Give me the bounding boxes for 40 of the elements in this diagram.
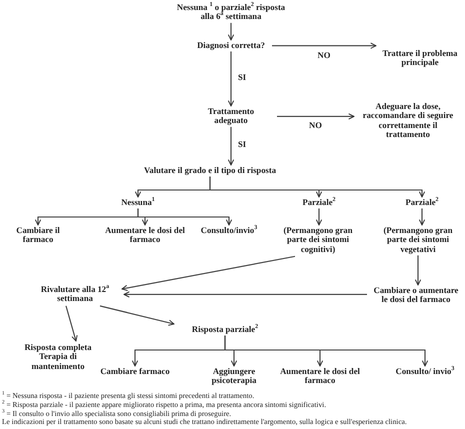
arrow: [414, 255, 422, 286]
arrow: [100, 305, 174, 326]
flow-text: Adeguare la dose, raccomandare di seguire correttamente il trattamento: [358, 102, 458, 140]
flow-text: (Permangono gran parte dei sintomi cognitivi): [273, 226, 363, 254]
edge-label: NO: [308, 121, 323, 131]
flow-text: Trattamento adeguato: [191, 107, 271, 126]
flow-text: Nessuna$^{1}$: [108, 198, 168, 208]
flow-text: Diagnosi corretta?: [196, 41, 266, 50]
arrow: [277, 113, 354, 120]
flow-text: Terapia di mantenimento: [32, 352, 84, 372]
flow-text: Nessuna $^{1}$ o parziale$^{2}$ risposta alla 6$^{a}$ settimana: [176, 3, 286, 22]
arrow: [224, 335, 428, 366]
flow-text: Cambiare o aumentare le dosi del farmaco: [373, 286, 459, 305]
flow-text: Cambiare farmaco: [100, 367, 170, 376]
flow-text: Risposta completa: [23, 343, 93, 352]
flow-text: Trattare il problema principale: [380, 49, 460, 68]
arrow: [316, 208, 322, 226]
arrow: [122, 256, 296, 292]
arrow: [65, 306, 78, 342]
edge-label: NO: [316, 50, 332, 60]
flow-text: Rivalutare alla 12$^{a}$ settimana: [30, 285, 120, 304]
edge-label: SI: [237, 140, 248, 150]
edge-label: SI: [237, 72, 248, 82]
arrow: [228, 51, 234, 106]
arrow: [228, 22, 234, 40]
flow-text: Cambiare il farmaco: [3, 226, 73, 245]
flow-text: Aumentare le dosi del farmaco: [100, 226, 190, 245]
arrow: [272, 42, 376, 49]
arrow: [209, 176, 426, 198]
flow-text: Valutare il grado e il tipo di risposta: [105, 166, 315, 176]
flow-text: Parziale$^{2}$: [392, 198, 452, 208]
arrow: [228, 126, 234, 166]
flow-text: Risposta parziale$^{2}$: [170, 325, 280, 334]
flow-text: Parziale$^{2}$: [289, 198, 349, 208]
flow-text: (Permangono gran parte dei sintomi vegetativi: [375, 226, 461, 254]
arrow: [137, 208, 232, 226]
flow-text: Consulto/invio$^{3}$: [189, 226, 269, 236]
arrow: [124, 291, 367, 298]
flow-text: Consulto/ invio$^{3}$: [395, 367, 455, 376]
arrow: [418, 208, 426, 226]
